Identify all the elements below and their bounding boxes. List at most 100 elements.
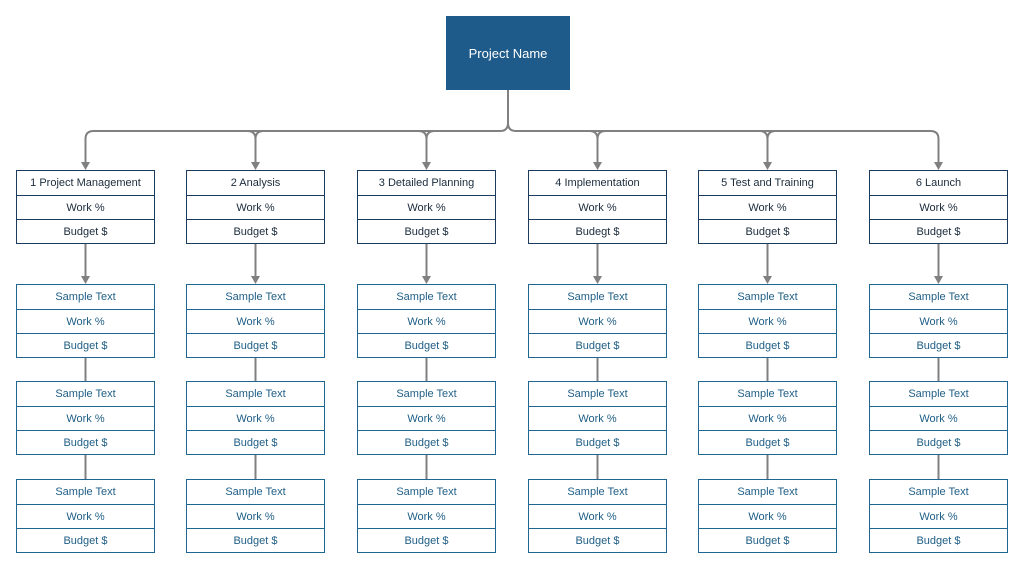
phase-arrowhead <box>763 162 772 170</box>
task-title: Sample Text <box>737 388 798 400</box>
budget-label: Budget $ <box>358 430 495 454</box>
budget-label: Budget $ <box>187 333 324 357</box>
task-title: Sample Text <box>908 388 969 400</box>
root-stem-left <box>499 90 509 132</box>
work-percent-label: Work % <box>699 309 836 333</box>
phase-drop-line <box>247 130 264 163</box>
work-percent-label: Work % <box>358 309 495 333</box>
phase-title: 3 Detailed Planning <box>378 177 475 189</box>
task-title: Sample Text <box>567 291 628 303</box>
budget-label: Budget $ <box>187 528 324 552</box>
task-title: Sample Text <box>55 388 116 400</box>
budget-label: Budget $ <box>17 430 154 454</box>
budget-label: Budget $ <box>529 430 666 454</box>
budget-label: Budegt $ <box>529 219 666 243</box>
budget-label: Budget $ <box>870 528 1007 552</box>
budget-label: Budget $ <box>699 430 836 454</box>
phase-drop-line <box>759 130 776 163</box>
phase-drop-line <box>84 130 94 163</box>
task-title: Sample Text <box>396 291 457 303</box>
task-arrowhead <box>251 276 260 284</box>
budget-label: Budget $ <box>870 333 1007 357</box>
work-percent-label: Work % <box>870 309 1007 333</box>
task-title: Sample Text <box>567 388 628 400</box>
phase-title: 2 Analysis <box>230 177 281 189</box>
task-title: Sample Text <box>567 486 628 498</box>
task-title: Sample Text <box>908 486 969 498</box>
phase-drop-line <box>418 130 435 163</box>
work-percent-label: Work % <box>358 195 495 219</box>
root-label: Project Name <box>468 45 548 61</box>
task-title: Sample Text <box>737 486 798 498</box>
work-percent-label: Work % <box>187 504 324 528</box>
task-title: Sample Text <box>225 388 286 400</box>
work-percent-label: Work % <box>870 195 1007 219</box>
work-percent-label: Work % <box>358 504 495 528</box>
budget-label: Budget $ <box>187 430 324 454</box>
budget-label: Budget $ <box>358 219 495 243</box>
work-percent-label: Work % <box>358 406 495 430</box>
work-percent-label: Work % <box>699 195 836 219</box>
work-percent-label: Work % <box>529 504 666 528</box>
work-percent-label: Work % <box>529 195 666 219</box>
budget-label: Budget $ <box>699 333 836 357</box>
budget-label: Budget $ <box>529 528 666 552</box>
task-arrowhead <box>422 276 431 284</box>
work-percent-label: Work % <box>17 195 154 219</box>
work-percent-label: Work % <box>187 406 324 430</box>
work-percent-label: Work % <box>17 309 154 333</box>
work-percent-label: Work % <box>870 406 1007 430</box>
task-title: Sample Text <box>55 291 116 303</box>
phase-title: 1 Project Management <box>30 177 141 189</box>
root-stem-right <box>507 122 517 132</box>
budget-label: Budget $ <box>699 528 836 552</box>
phase-drop-line <box>930 130 940 163</box>
phase-arrowhead <box>593 162 602 170</box>
task-title: Sample Text <box>225 486 286 498</box>
phase-title: 6 Launch <box>915 177 962 189</box>
budget-label: Budget $ <box>17 333 154 357</box>
work-percent-label: Work % <box>17 504 154 528</box>
phase-arrowhead <box>934 162 943 170</box>
phase-arrowhead <box>81 162 90 170</box>
budget-label: Budget $ <box>699 219 836 243</box>
budget-label: Budget $ <box>358 333 495 357</box>
phase-drop-line <box>589 130 606 163</box>
task-arrowhead <box>81 276 90 284</box>
phase-arrowhead <box>422 162 431 170</box>
task-title: Sample Text <box>396 486 457 498</box>
work-percent-label: Work % <box>17 406 154 430</box>
work-percent-label: Work % <box>529 406 666 430</box>
work-percent-label: Work % <box>699 504 836 528</box>
work-percent-label: Work % <box>870 504 1007 528</box>
root-node: Project Name <box>446 16 570 90</box>
phase-title: 4 Implementation <box>555 177 640 189</box>
task-arrowhead <box>934 276 943 284</box>
work-percent-label: Work % <box>529 309 666 333</box>
work-percent-label: Work % <box>187 309 324 333</box>
task-arrowhead <box>593 276 602 284</box>
task-arrowhead <box>763 276 772 284</box>
phase-arrowhead <box>251 162 260 170</box>
phase-title: 5 Test and Training <box>721 177 814 189</box>
